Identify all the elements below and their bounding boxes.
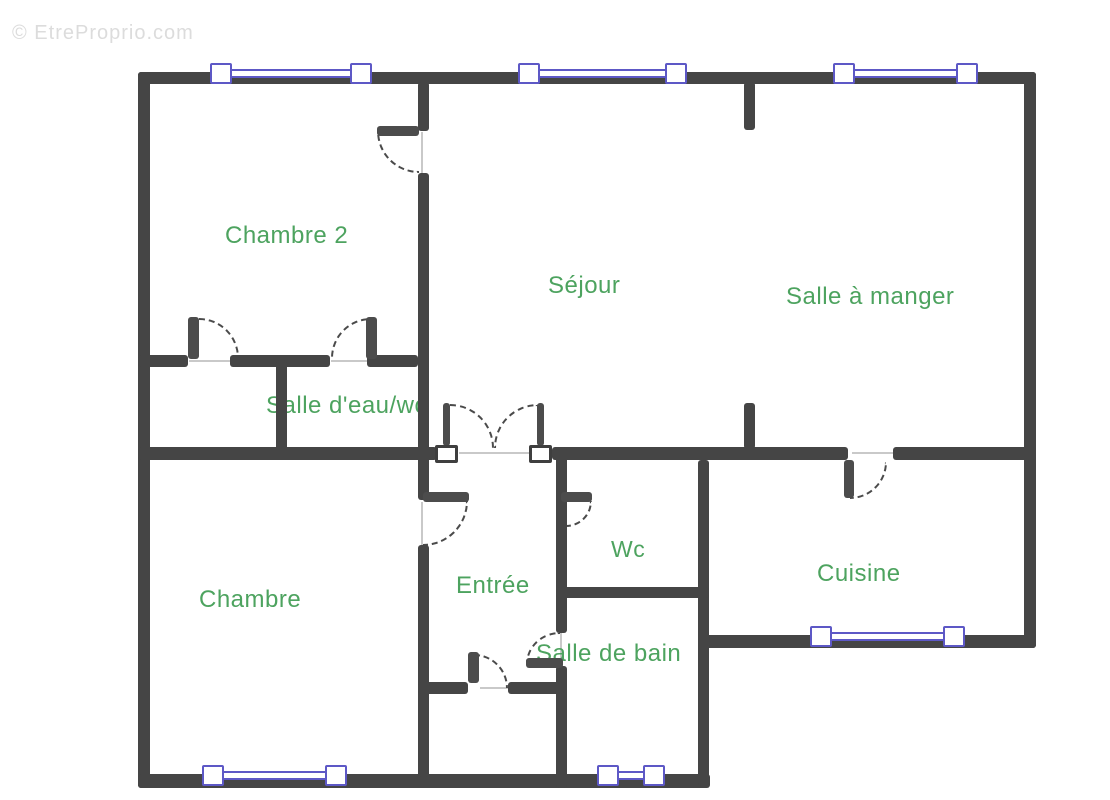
mid-wall-center xyxy=(552,447,848,460)
threshold-storage-door xyxy=(480,687,508,689)
outer-wall-right xyxy=(1024,72,1036,648)
window-salle-de-bain-bottom xyxy=(597,765,665,786)
window-frame-left xyxy=(833,63,855,84)
sejour-sam-stub-bottom xyxy=(744,403,755,449)
window-glass xyxy=(228,68,354,78)
room-label-cuisine: Cuisine xyxy=(817,560,901,587)
window-frame-right xyxy=(956,63,978,84)
chambre2-sejour-wall-main xyxy=(418,173,429,500)
chambre2-bottom-wall-1 xyxy=(138,355,188,367)
chambre2-salle-d-eau-door-arc xyxy=(331,318,371,358)
storage-door-arc xyxy=(474,654,508,688)
watermark: © EtreProprio.com xyxy=(12,22,194,44)
double-door-box-right xyxy=(529,445,552,463)
threshold-cuisine-door xyxy=(852,452,893,454)
threshold-chambre2-sde xyxy=(331,360,367,362)
threshold-chambre-door xyxy=(421,502,423,545)
double-door-box-left xyxy=(435,445,458,463)
chambre2-bottom-wall-3 xyxy=(367,355,418,367)
window-frame-right xyxy=(665,63,687,84)
sejour-double-door-leaf-left xyxy=(443,403,450,446)
window-glass xyxy=(615,770,647,780)
entree-sdb-wall xyxy=(556,666,567,788)
window-glass xyxy=(536,68,669,78)
window-glass xyxy=(828,631,947,641)
window-salle-a-manger-top xyxy=(833,63,978,84)
window-chambre-bottom xyxy=(202,765,347,786)
entree-wc-wall xyxy=(556,447,567,633)
window-frame-right xyxy=(943,626,965,647)
threshold-chambre2-sejour xyxy=(421,132,423,173)
window-glass xyxy=(220,770,329,780)
threshold-double-door xyxy=(459,452,529,454)
entree-bottom-wall-2 xyxy=(508,682,564,694)
window-frame-left xyxy=(597,765,619,786)
threshold-sdb-door xyxy=(560,633,562,666)
window-frame-left xyxy=(210,63,232,84)
chambre2-sejour-door-arc xyxy=(377,131,419,173)
chambre-entree-wall xyxy=(418,545,429,777)
chambre2-sejour-wall-upper xyxy=(418,82,429,131)
wc-door-arc xyxy=(566,501,592,527)
window-cuisine-bottom xyxy=(810,626,965,647)
mid-wall-right xyxy=(893,447,1036,460)
chambre2-salle-d-eau-door-leaf xyxy=(366,317,377,359)
window-frame-left xyxy=(518,63,540,84)
salle-d-eau-divider-wall xyxy=(276,360,287,460)
room-label-entree: Entrée xyxy=(456,572,530,599)
room-label-chambre: Chambre xyxy=(199,586,302,613)
chambre-door-leaf xyxy=(423,492,469,502)
wc-cuisine-wall xyxy=(698,460,709,786)
chambre-door-arc xyxy=(423,501,468,546)
sejour-double-door-arc-left xyxy=(450,404,494,448)
outer-wall-left xyxy=(138,72,150,788)
salle-de-bain-door-leaf xyxy=(526,658,563,668)
window-frame-left xyxy=(810,626,832,647)
chambre2-closet-door-leaf xyxy=(188,317,199,359)
window-frame-right xyxy=(643,765,665,786)
window-frame-left xyxy=(202,765,224,786)
entree-bottom-wall-1 xyxy=(418,682,468,694)
chambre2-closet-door-arc xyxy=(199,318,239,358)
wc-door-leaf xyxy=(561,492,592,502)
mid-wall-left xyxy=(138,447,437,460)
window-sejour-top xyxy=(518,63,687,84)
sejour-double-door-leaf-right xyxy=(537,403,544,446)
window-chambre2-top xyxy=(210,63,372,84)
room-label-wc: Wc xyxy=(611,536,646,562)
sejour-sam-stub-top xyxy=(744,82,755,130)
room-label-sejour: Séjour xyxy=(548,272,621,299)
threshold-chambre2-closet xyxy=(189,360,230,362)
window-frame-right xyxy=(325,765,347,786)
sejour-double-door-arc-right xyxy=(494,404,538,448)
window-glass xyxy=(851,68,960,78)
wc-bottom-wall xyxy=(556,587,709,598)
room-label-salle-a-manger: Salle à manger xyxy=(786,283,955,310)
window-frame-right xyxy=(350,63,372,84)
cuisine-door-arc xyxy=(850,462,887,499)
chambre2-sejour-door-leaf xyxy=(377,126,419,136)
room-label-salle-d-eau-wc: Salle d'eau/wc xyxy=(266,392,428,419)
room-label-chambre-2: Chambre 2 xyxy=(225,222,349,249)
cuisine-door-leaf xyxy=(844,460,854,498)
storage-door-leaf xyxy=(468,652,479,683)
